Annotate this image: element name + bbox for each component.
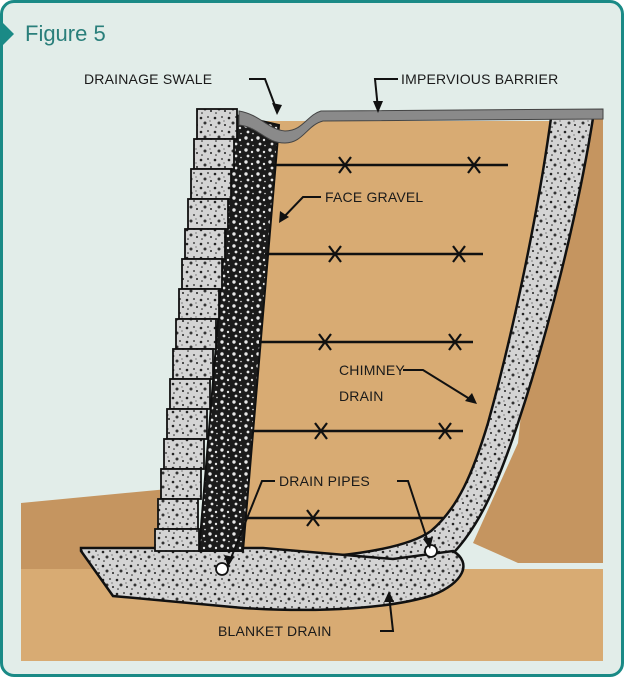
- figure-label-text: Figure 5: [25, 21, 106, 46]
- drain-pipe-right: [424, 544, 438, 558]
- blanket-drain: [79, 546, 465, 612]
- figure-label: Figure 5: [3, 21, 106, 47]
- geogrid-layers: [245, 163, 508, 520]
- wall-blocks: [154, 108, 238, 552]
- figure-tab-arrow-icon: [3, 23, 14, 45]
- drain-pipe-left: [215, 562, 229, 576]
- geogrid-markers: [306, 156, 481, 527]
- label-drain-pipes: DRAIN PIPES: [279, 473, 370, 489]
- retaining-wall-diagram: DRAINAGE SWALE IMPERVIOUS BARRIER FACE G…: [21, 71, 604, 661]
- impervious-barrier: [238, 108, 604, 144]
- label-impervious-barrier: IMPERVIOUS BARRIER: [401, 71, 558, 87]
- label-drainage-swale: DRAINAGE SWALE: [84, 71, 212, 87]
- label-chimney-drain-line2: DRAIN: [339, 388, 384, 404]
- leader-lines: [228, 78, 474, 632]
- label-face-gravel: FACE GRAVEL: [325, 189, 423, 205]
- label-chimney-drain-line1: CHIMNEY: [339, 362, 405, 378]
- face-gravel: [197, 113, 281, 552]
- label-blanket-drain: BLANKET DRAIN: [218, 623, 332, 639]
- leader-arrowheads: [224, 101, 477, 602]
